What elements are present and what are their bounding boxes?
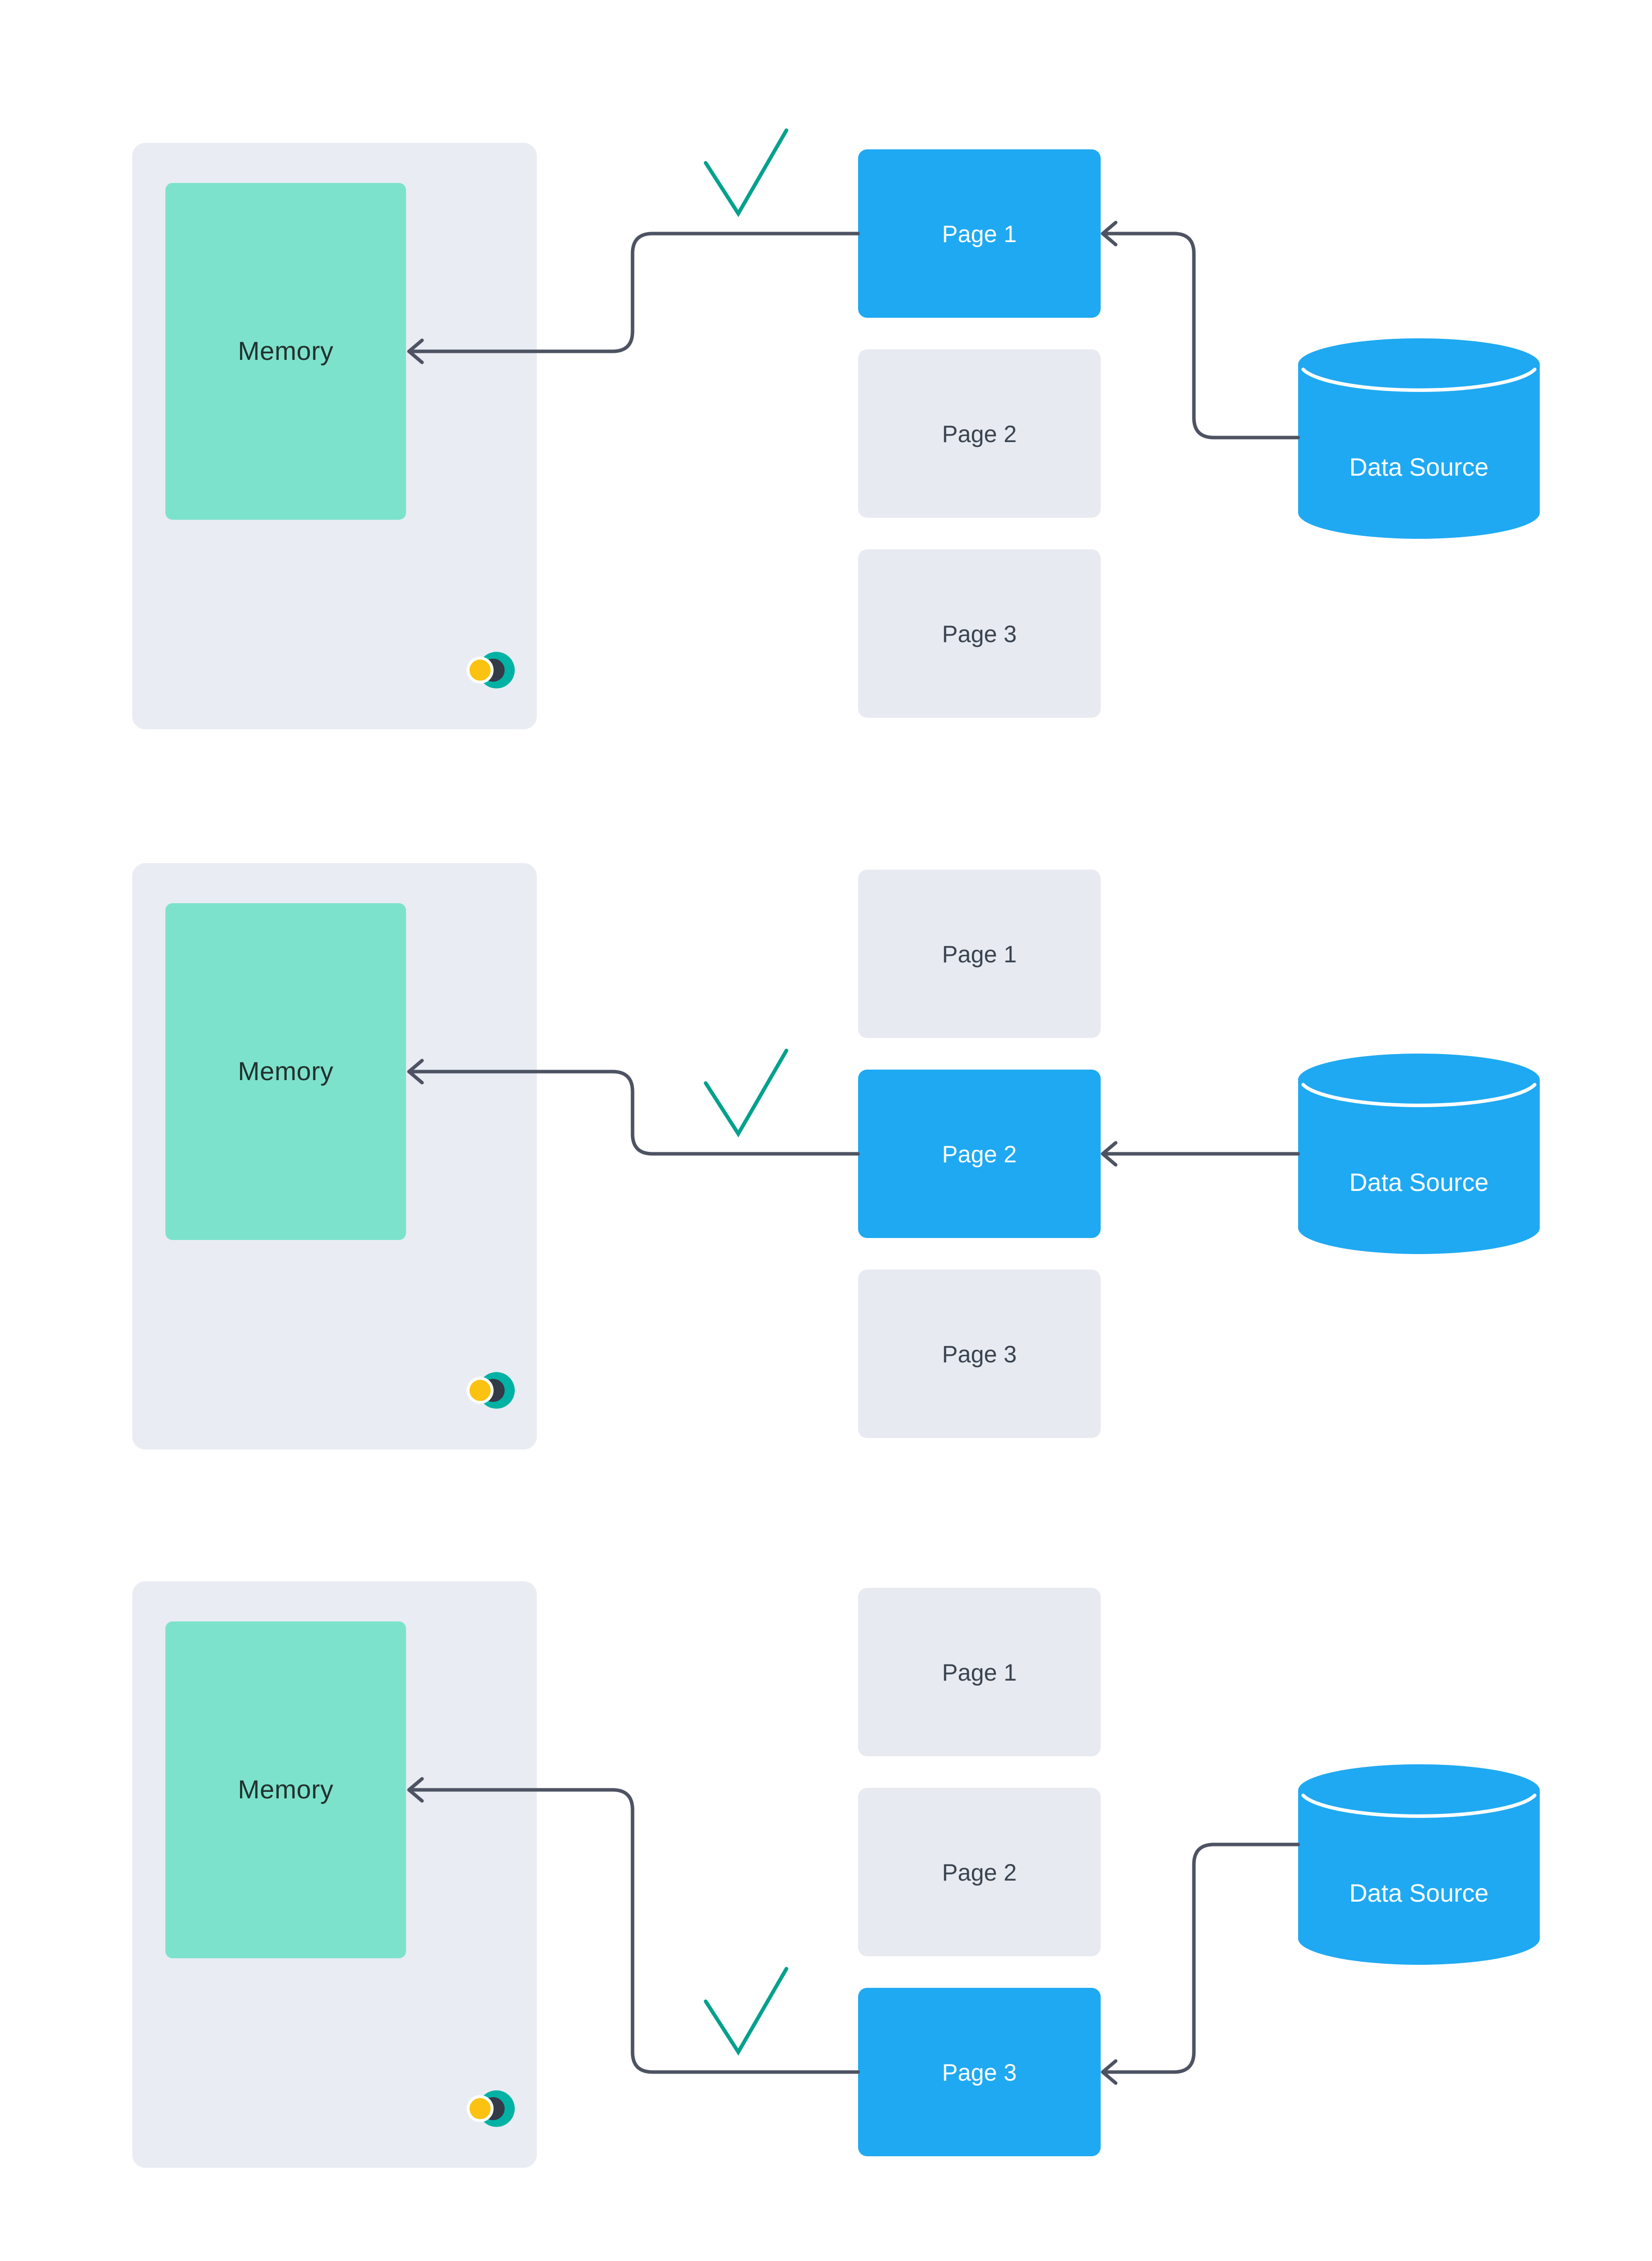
data-source-cylinder: Data Source [1298,338,1540,539]
crescent-logo-icon [467,1366,515,1414]
page-2-box: Page 2 [858,349,1101,518]
memory-box: Memory [165,183,406,520]
memory-box: Memory [165,1621,406,1958]
page-2-box: Page 2 [858,1070,1101,1238]
data-source-label: Data Source [1349,1879,1489,1907]
page-3-box: Page 3 [858,549,1101,718]
arrow-datasource-to-page1 [1101,232,1300,440]
check-icon [704,1049,788,1138]
page-label: Page 2 [942,420,1017,447]
data-source-cylinder: Data Source [1298,1764,1540,1965]
page-label: Page 1 [942,220,1017,247]
page-1-box: Page 1 [858,149,1101,318]
page-label: Page 3 [942,620,1017,647]
crescent-logo-icon [467,646,515,694]
check-icon [704,1967,788,2056]
memory-box: Memory [165,903,406,1240]
check-icon [704,128,788,218]
crescent-logo-icon [467,2085,515,2133]
cylinder-rim-line [1301,1083,1537,1107]
arrowhead-icon [1101,2059,1118,2085]
data-source-cylinder: Data Source [1298,1054,1540,1254]
page-1-box: Page 1 [858,870,1101,1038]
arrowhead-icon [1101,1141,1118,1167]
data-source-label: Data Source [1349,453,1489,481]
page-1-box: Page 1 [858,1588,1101,1756]
cylinder-rim-line [1301,1793,1537,1818]
memory-label: Memory [238,1775,334,1804]
page-label: Page 3 [942,2059,1017,2086]
data-source-label: Data Source [1349,1168,1489,1196]
arrow-datasource-to-page3 [1101,1842,1300,2074]
page-3-box: Page 3 [858,1988,1101,2156]
page-3-box: Page 3 [858,1270,1101,1438]
page-label: Page 1 [942,1659,1017,1686]
page-label: Page 1 [942,940,1017,967]
cylinder-rim-line [1301,367,1537,392]
arrowhead-icon [1101,221,1118,247]
page-label: Page 3 [942,1340,1017,1367]
memory-label: Memory [238,1057,334,1086]
memory-label: Memory [238,337,334,366]
page-2-box: Page 2 [858,1788,1101,1956]
page-label: Page 2 [942,1140,1017,1167]
page-label: Page 2 [942,1859,1017,1886]
